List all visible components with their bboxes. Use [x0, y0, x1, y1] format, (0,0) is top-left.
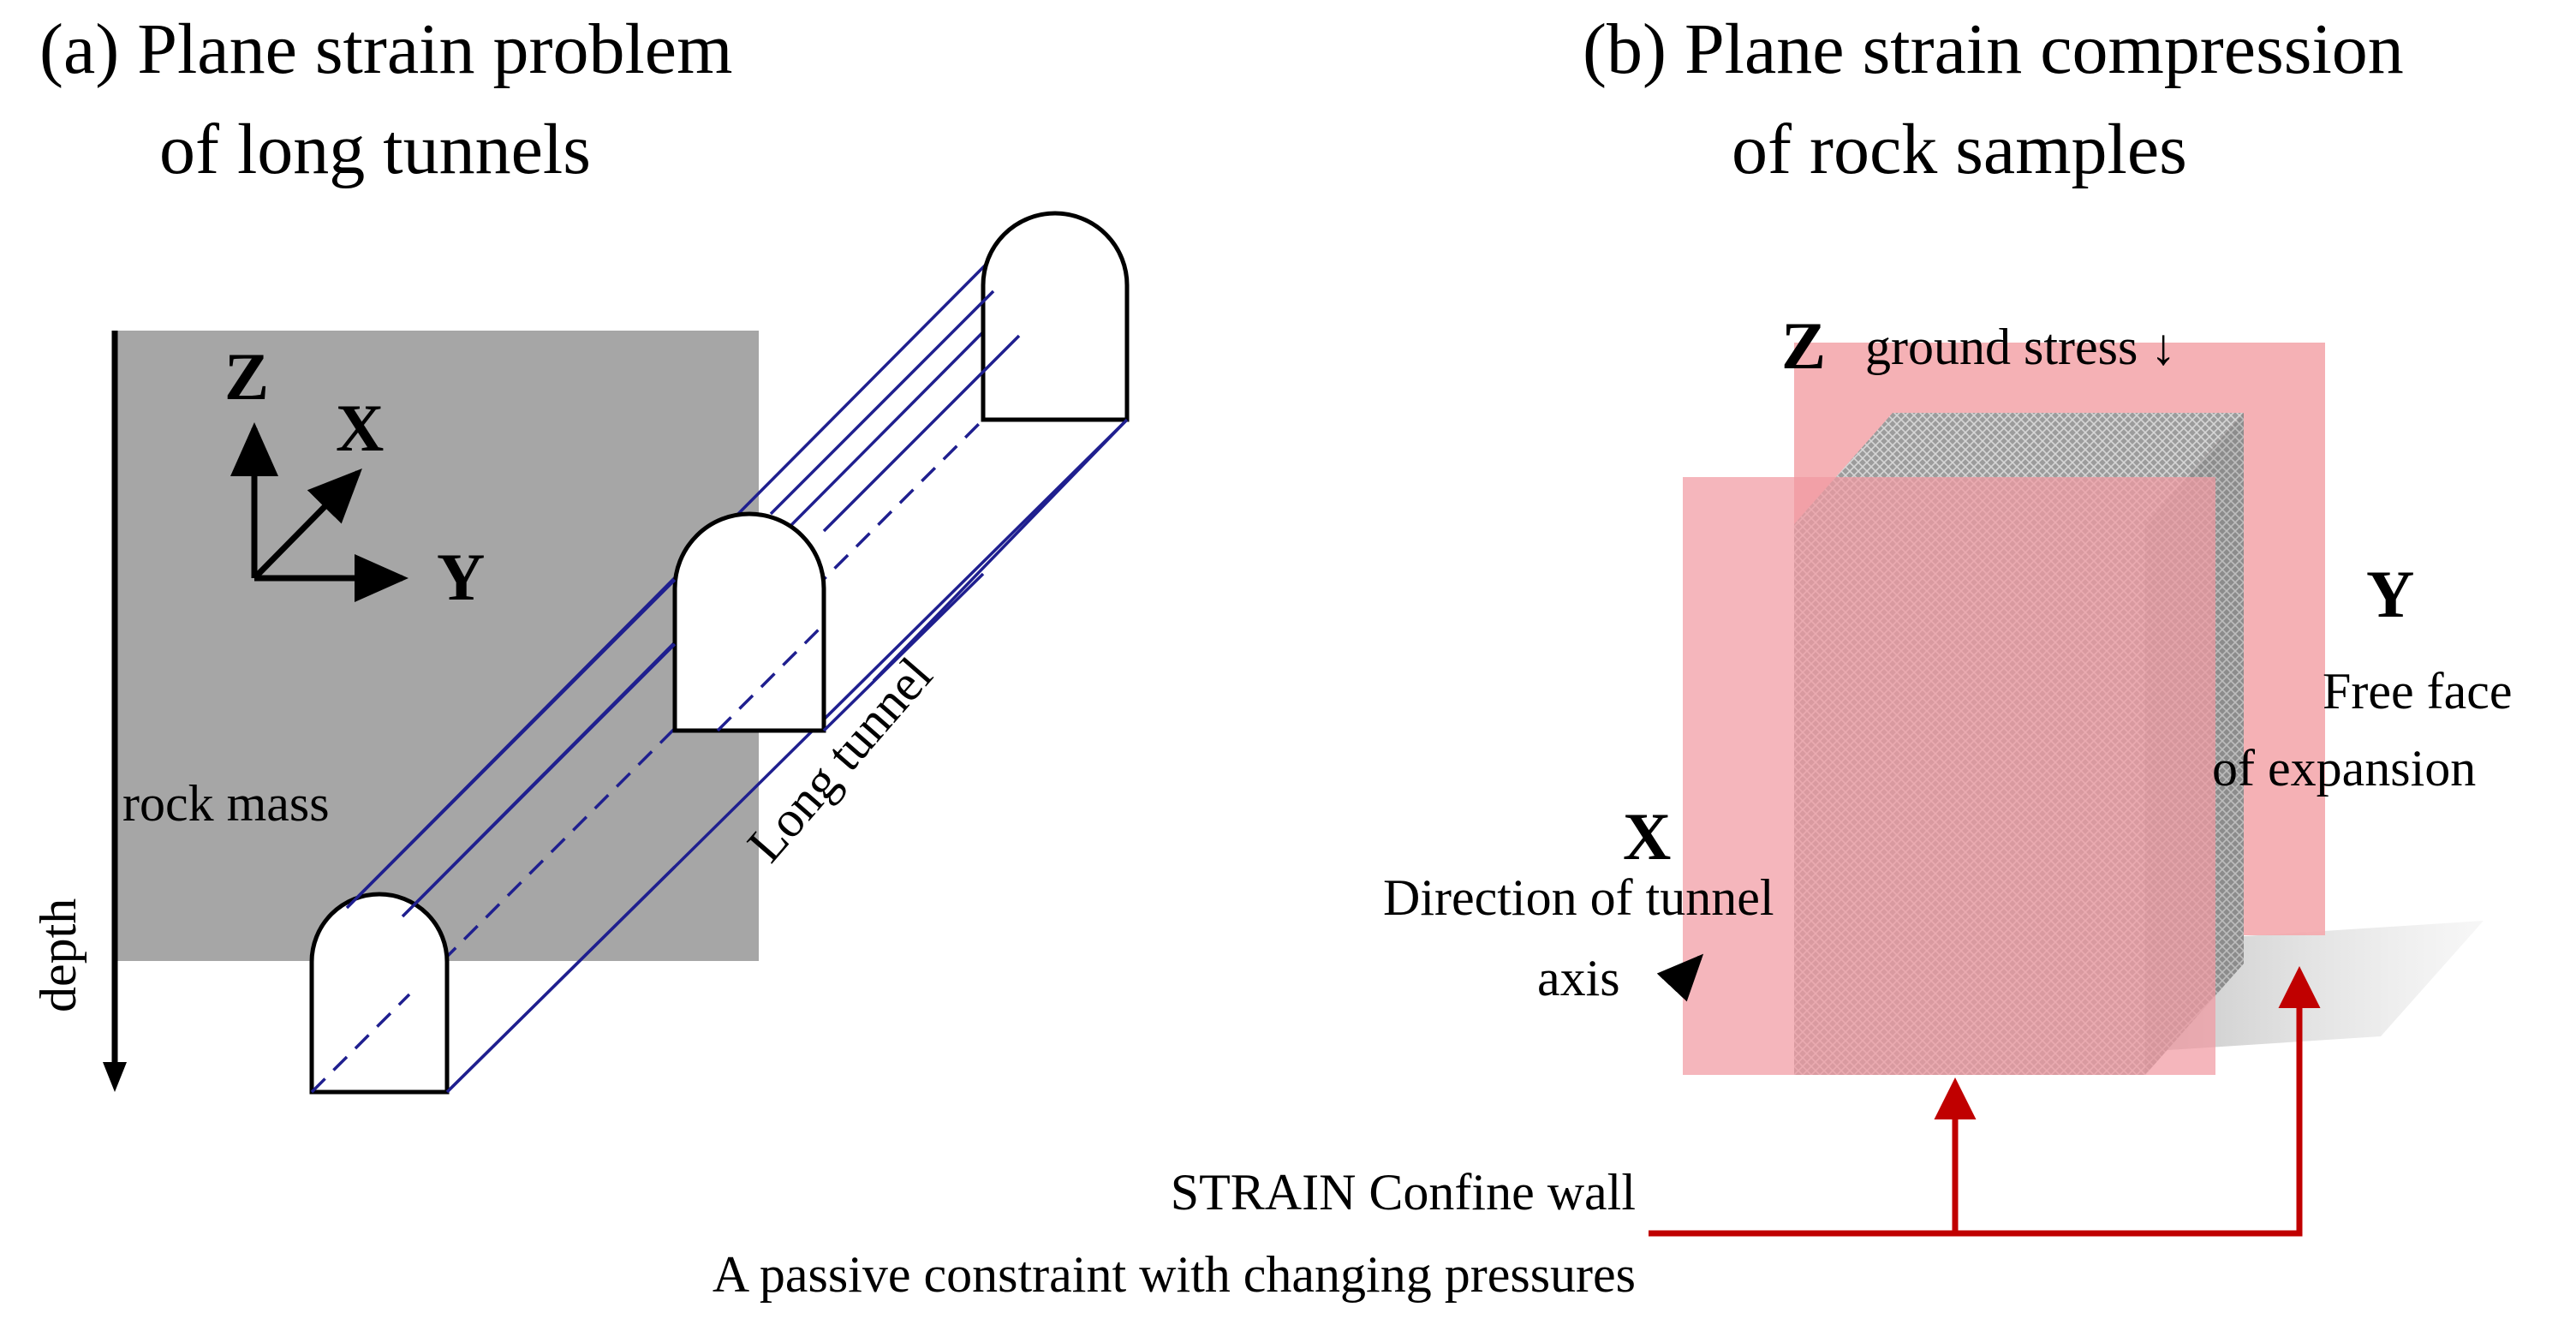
- z-axis-label: Z: [224, 339, 269, 414]
- confine-wall-arrows: [1649, 966, 2321, 1237]
- z-axis-label-b: Z: [1781, 308, 1826, 383]
- tunnel-section-back: [981, 211, 1130, 422]
- arrow-to-rear-wall: [1649, 966, 2321, 1237]
- confine-wall-label-line2: A passive constraint with changing press…: [713, 1246, 1636, 1303]
- x-axis-label-b: X: [1623, 799, 1671, 874]
- y-axis-label: Y: [437, 540, 485, 614]
- rock-mass-block: [115, 331, 759, 961]
- tunnel-axis-direction-arrow: [1656, 953, 1704, 1002]
- panel-b: (b) Plane strain compression of rock sam…: [713, 9, 2513, 1303]
- free-face-label-line1: Free face: [2323, 663, 2512, 719]
- tunnel-section-middle: [672, 511, 826, 733]
- direction-label-line1: Direction of tunnel: [1383, 869, 1774, 926]
- rock-mass-label: rock mass: [122, 775, 330, 832]
- depth-arrow-head: [103, 1062, 127, 1092]
- panel-a-title-line1: (a) Plane strain problem: [39, 9, 732, 89]
- panel-b-title-line2: of rock samples: [1732, 110, 2187, 189]
- coordinate-axes: Z X Y: [224, 339, 485, 614]
- confine-wall-label-line1: STRAIN Confine wall: [1171, 1164, 1636, 1221]
- y-axis-label-b: Y: [2366, 557, 2414, 631]
- free-face-label-line2: of expansion: [2212, 740, 2476, 797]
- depth-label: depth: [30, 898, 86, 1012]
- ground-stress-label: ground stress ↓: [1865, 319, 2176, 375]
- x-axis-arrow: [252, 469, 362, 581]
- x-axis-label: X: [336, 391, 384, 465]
- panel-a-title-line2: of long tunnels: [159, 110, 591, 189]
- panel-a: (a) Plane strain problem of long tunnels…: [30, 9, 1130, 1095]
- tunnel-section-front: [309, 892, 450, 1095]
- direction-label-line2: axis: [1537, 950, 1620, 1006]
- confine-wall-front: [1683, 477, 2215, 1075]
- panel-b-title-line1: (b) Plane strain compression: [1583, 9, 2404, 89]
